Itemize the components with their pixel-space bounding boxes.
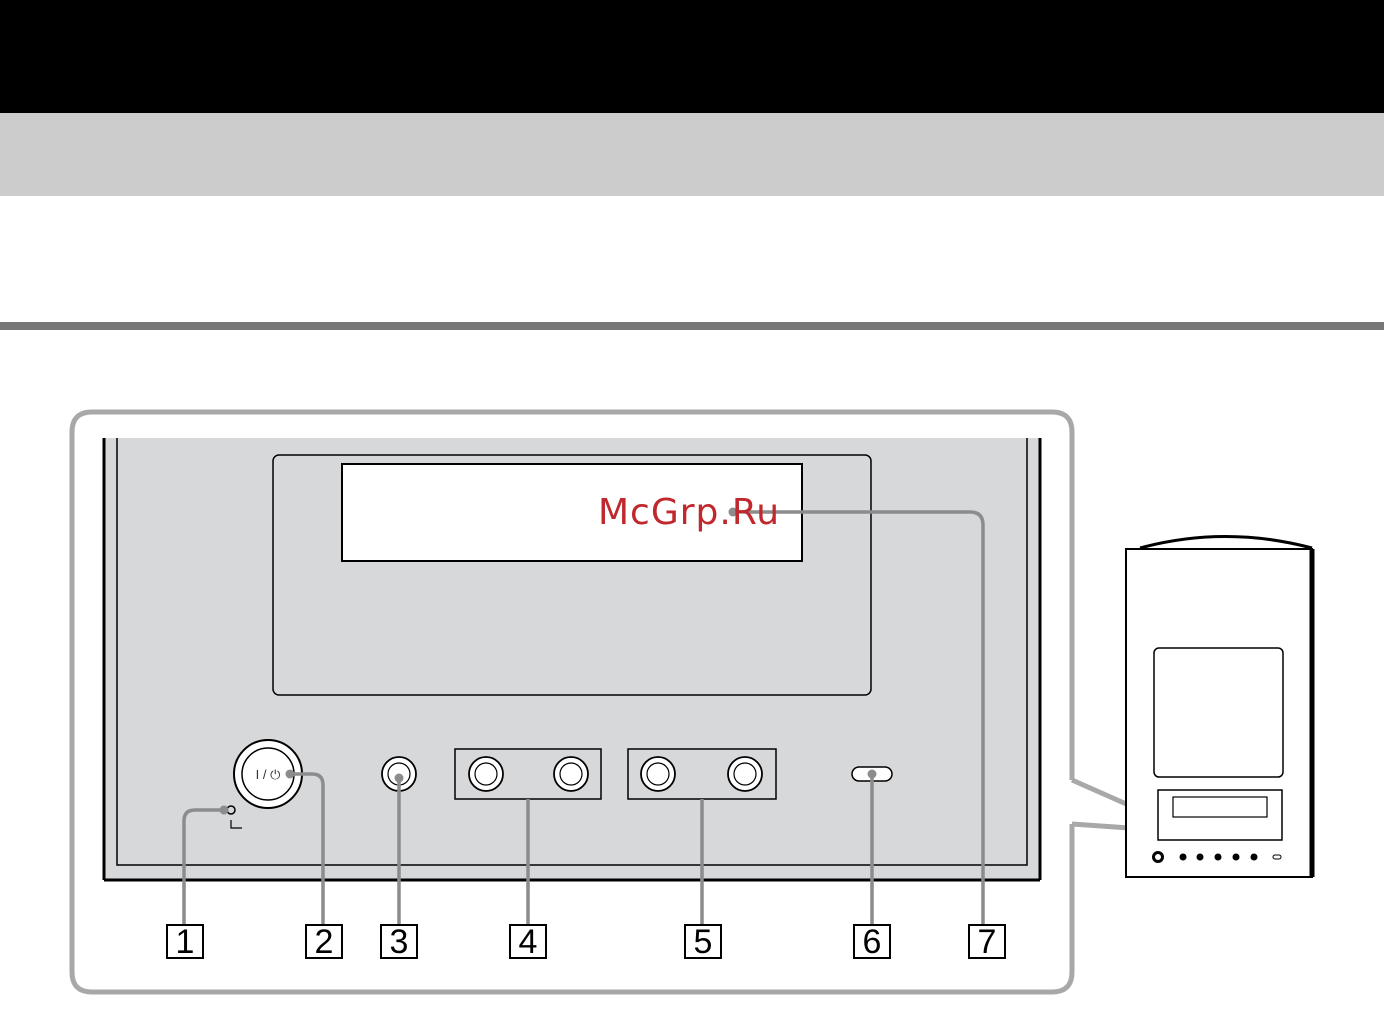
callout-6: 6 (854, 923, 890, 961)
callout-3: 3 (381, 923, 417, 961)
power-button-label: I / ⏻ (256, 767, 281, 782)
svg-text:7: 7 (978, 923, 997, 961)
callout-4: 4 (510, 923, 546, 961)
callout-7: 7 (969, 923, 1005, 961)
callout-1: 1 (167, 923, 203, 961)
svg-text:4: 4 (519, 923, 538, 961)
svg-text:5: 5 (694, 923, 713, 961)
svg-text:3: 3 (390, 923, 409, 961)
unit-overview (1126, 537, 1312, 878)
callout-2: 2 (306, 923, 342, 961)
svg-text:2: 2 (315, 923, 334, 961)
callout-5: 5 (685, 923, 721, 961)
svg-text:6: 6 (863, 923, 882, 961)
svg-text:1: 1 (176, 923, 195, 961)
watermark-text: McGrp.Ru (598, 492, 780, 533)
